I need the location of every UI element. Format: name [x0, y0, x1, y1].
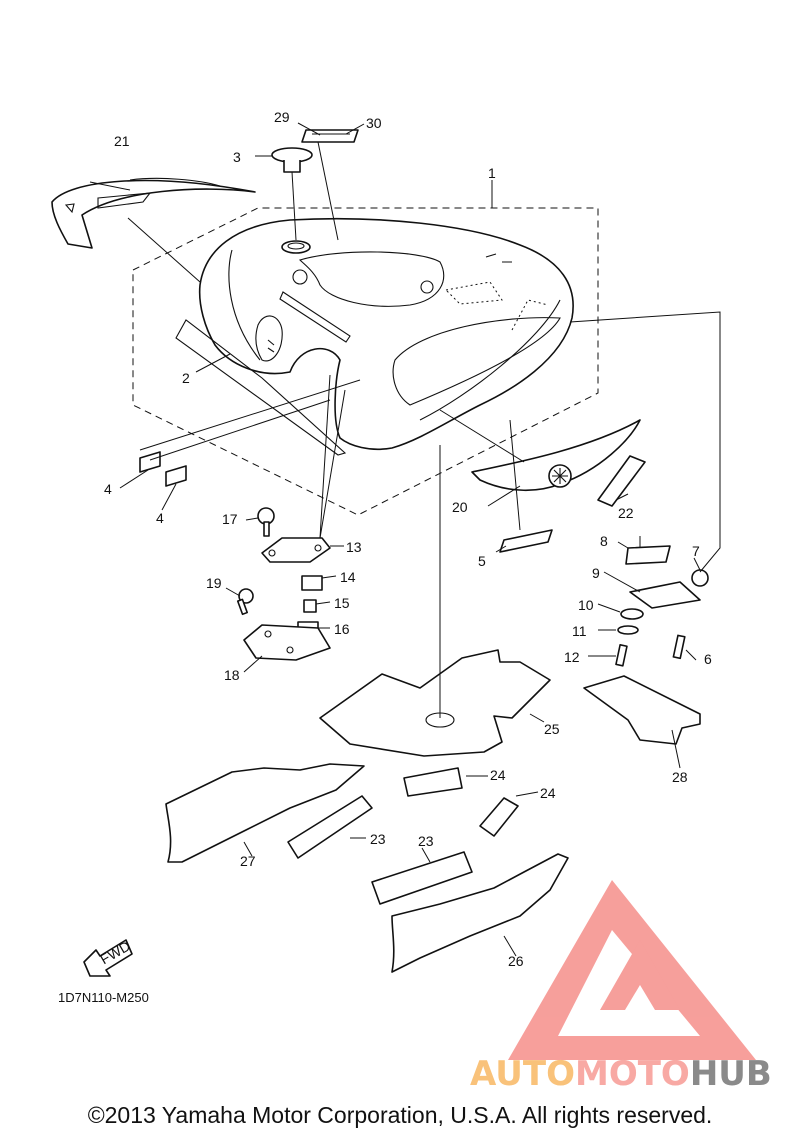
watermark-auto: AUTO — [470, 1054, 575, 1094]
bracket-assembly-right — [583, 545, 709, 745]
callout-8: 8 — [600, 533, 608, 549]
callout-21: 21 — [114, 133, 130, 149]
part-23-blocks — [287, 795, 473, 905]
part-27-side-cover — [165, 763, 365, 863]
watermark-text: AUTOMOTOHUB — [470, 1054, 772, 1094]
callout-23b: 23 — [418, 833, 434, 849]
callout-4b: 4 — [156, 510, 164, 526]
callout-15: 15 — [334, 595, 350, 611]
callout-26: 26 — [508, 953, 524, 969]
callout-17: 17 — [222, 511, 238, 527]
callout-4a: 4 — [104, 481, 112, 497]
callout-9: 9 — [592, 565, 600, 581]
part-2-side-panel — [175, 319, 347, 456]
part-20-emblem — [471, 419, 641, 492]
assembly-outline — [132, 207, 599, 516]
callout-19: 19 — [206, 575, 222, 591]
callout-labels: 1 2 3 4 4 5 6 7 8 9 10 11 12 13 14 15 16… — [104, 109, 712, 969]
document-number: 1D7N110-M250 — [58, 990, 149, 1005]
callout-30: 30 — [366, 115, 382, 131]
callout-3: 3 — [233, 149, 241, 165]
part-25-insulator — [319, 649, 551, 757]
part-1-fuel-tank — [198, 217, 574, 451]
callout-1: 1 — [488, 165, 496, 181]
bracket-assembly-left — [236, 507, 331, 661]
part-26-side-cover — [391, 853, 569, 973]
part-22-strip — [597, 455, 646, 507]
part-4-pads — [139, 451, 187, 487]
watermark-hub: HUB — [689, 1054, 772, 1094]
callout-5: 5 — [478, 553, 486, 569]
callout-16: 16 — [334, 621, 350, 637]
part-5-strip — [499, 529, 553, 553]
automotohub-logo — [508, 880, 756, 1060]
callout-29: 29 — [274, 109, 290, 125]
fwd-arrow: FWD — [83, 938, 133, 977]
callout-28: 28 — [672, 769, 688, 785]
callout-11: 11 — [572, 623, 587, 639]
leader-lines — [89, 122, 721, 957]
callout-10: 10 — [578, 597, 594, 613]
callout-24b: 24 — [540, 785, 556, 801]
callout-14: 14 — [340, 569, 356, 585]
part-21-emblem — [51, 177, 256, 249]
part-24-blocks — [403, 767, 519, 837]
callout-22: 22 — [618, 505, 634, 521]
callout-24a: 24 — [490, 767, 506, 783]
callout-12: 12 — [564, 649, 580, 665]
callout-25: 25 — [544, 721, 560, 737]
part-3-cap — [271, 147, 313, 173]
callout-2: 2 — [182, 370, 190, 386]
callout-18: 18 — [224, 667, 240, 683]
callout-23a: 23 — [370, 831, 386, 847]
callout-6: 6 — [704, 651, 712, 667]
callout-13: 13 — [346, 539, 362, 555]
callout-7: 7 — [692, 543, 700, 559]
copyright-notice: ©2013 Yamaha Motor Corporation, U.S.A. A… — [87, 1102, 713, 1128]
watermark-moto: MOTO — [574, 1054, 690, 1094]
callout-20: 20 — [452, 499, 468, 515]
callout-27: 27 — [240, 853, 256, 869]
